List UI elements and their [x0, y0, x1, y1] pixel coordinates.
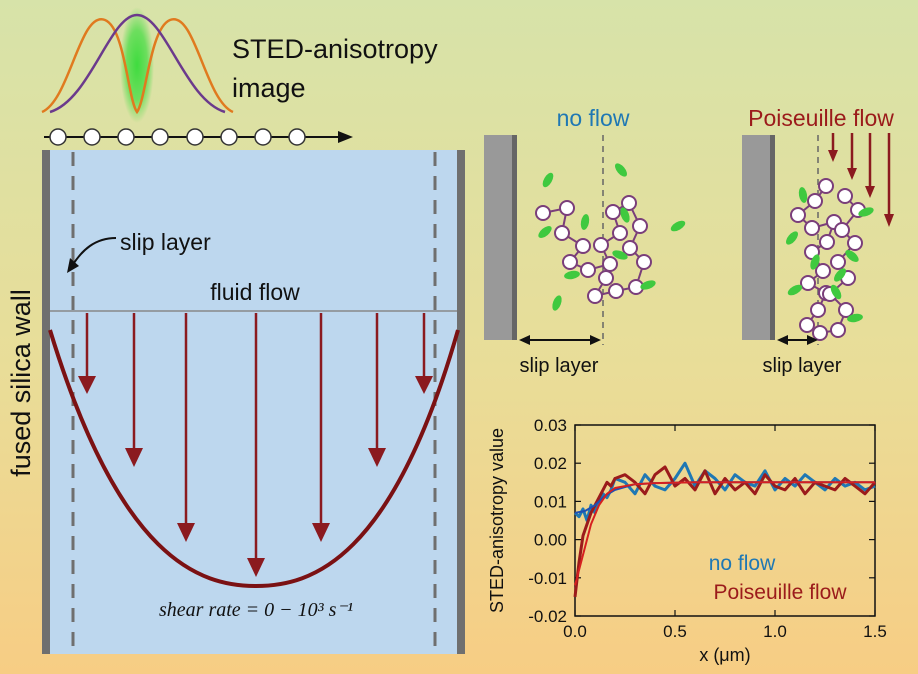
x-tick-label: 1.5 [863, 622, 887, 641]
scan-dot [254, 128, 272, 146]
scan-dot [49, 128, 67, 146]
velocity-arrow [247, 313, 265, 577]
y-tick-label: 0.03 [534, 416, 567, 435]
no-flow-slip-label: slip layer [520, 355, 599, 377]
y-tick-label: 0.00 [534, 531, 567, 550]
x-axis-label: x (μm) [699, 645, 750, 665]
velocity-arrow [312, 313, 330, 542]
sted-green-spot [120, 7, 154, 123]
x-tick-label: 0.0 [563, 622, 587, 641]
scan-positions [49, 128, 306, 146]
left-wall [42, 150, 50, 654]
scan-dot [220, 128, 238, 146]
psf-orange-curve [41, 18, 234, 115]
poiseuille-polymer-beads [790, 178, 866, 341]
flow-arrow [865, 133, 875, 198]
psf-illustration [41, 7, 234, 123]
title-line2: image [232, 73, 306, 103]
legend-poiseuille-flow: Poiseuille flow [713, 581, 847, 604]
poiseuille-dyes [786, 187, 874, 323]
scan-dot [288, 128, 306, 146]
y-tick-label: 0.02 [534, 454, 567, 473]
scan-dot [117, 128, 135, 146]
scan-arrowhead [338, 131, 353, 143]
y-tick-label: -0.01 [528, 569, 567, 588]
flow-arrow [884, 133, 894, 227]
no-flow-polymer-beads [535, 195, 652, 304]
x-tick-label: 0.5 [663, 622, 687, 641]
no-flow-wall-edge [512, 135, 517, 340]
no-flow-title: no flow [557, 105, 630, 131]
no-flow-wall-block [484, 135, 514, 340]
poiseuille-title: Poiseuille flow [748, 105, 894, 131]
scan-dot [186, 128, 204, 146]
title-line1: STED-anisotropy [232, 34, 438, 64]
poiseuille-wall-block [742, 135, 772, 340]
scan-dot [83, 128, 101, 146]
right-wall [457, 150, 465, 654]
poiseuille-wall-edge [770, 135, 775, 340]
no-flow-panel: no flow slip layer [484, 105, 686, 377]
poiseuille-panel: Poiseuille flow slip [742, 105, 894, 377]
velocity-profile-curve [48, 329, 460, 589]
no-flow-slip-arrow-right-head [590, 335, 601, 345]
no-flow-dyes [538, 163, 686, 311]
velocity-arrow [125, 313, 143, 467]
flow-arrow [847, 133, 857, 180]
series-line-3 [574, 481, 875, 586]
scan-dot [151, 128, 169, 146]
y-tick-label: -0.02 [528, 607, 567, 626]
y-axis-label: STED-anisotropy value [487, 428, 507, 613]
y-tick-label: 0.01 [534, 492, 567, 511]
psf-purple-curve [49, 13, 226, 114]
shear-rate-label: shear rate = 0 − 10³ s⁻¹ [159, 599, 353, 621]
velocity-arrow [415, 313, 433, 394]
channel-fluid [48, 150, 460, 654]
poiseuille-slip-arrow-left-head [777, 335, 788, 345]
velocity-arrow [368, 313, 386, 467]
slip-layer-pointer-head [67, 258, 79, 273]
anisotropy-chart: -0.02 -0.01 0.00 0.01 0.02 0.03 0.0 0.5 1.0 1.5 x … [487, 416, 887, 665]
flow-arrow [828, 133, 838, 162]
poiseuille-flow-arrows [828, 133, 894, 227]
velocity-arrow [78, 313, 96, 394]
plot-frame [574, 424, 876, 617]
no-flow-slip-arrow-left-head [519, 335, 530, 345]
fluid-flow-label: fluid flow [210, 279, 300, 305]
legend-no-flow: no flow [709, 552, 776, 575]
x-tick-label: 1.0 [763, 622, 787, 641]
poiseuille-slip-arrow-right-head [807, 335, 818, 345]
slip-layer-label: slip layer [120, 229, 211, 255]
wall-label: fused silica wall [6, 289, 36, 477]
velocity-arrow [177, 313, 195, 542]
poiseuille-slip-label: slip layer [763, 355, 842, 377]
velocity-arrows [78, 313, 433, 577]
